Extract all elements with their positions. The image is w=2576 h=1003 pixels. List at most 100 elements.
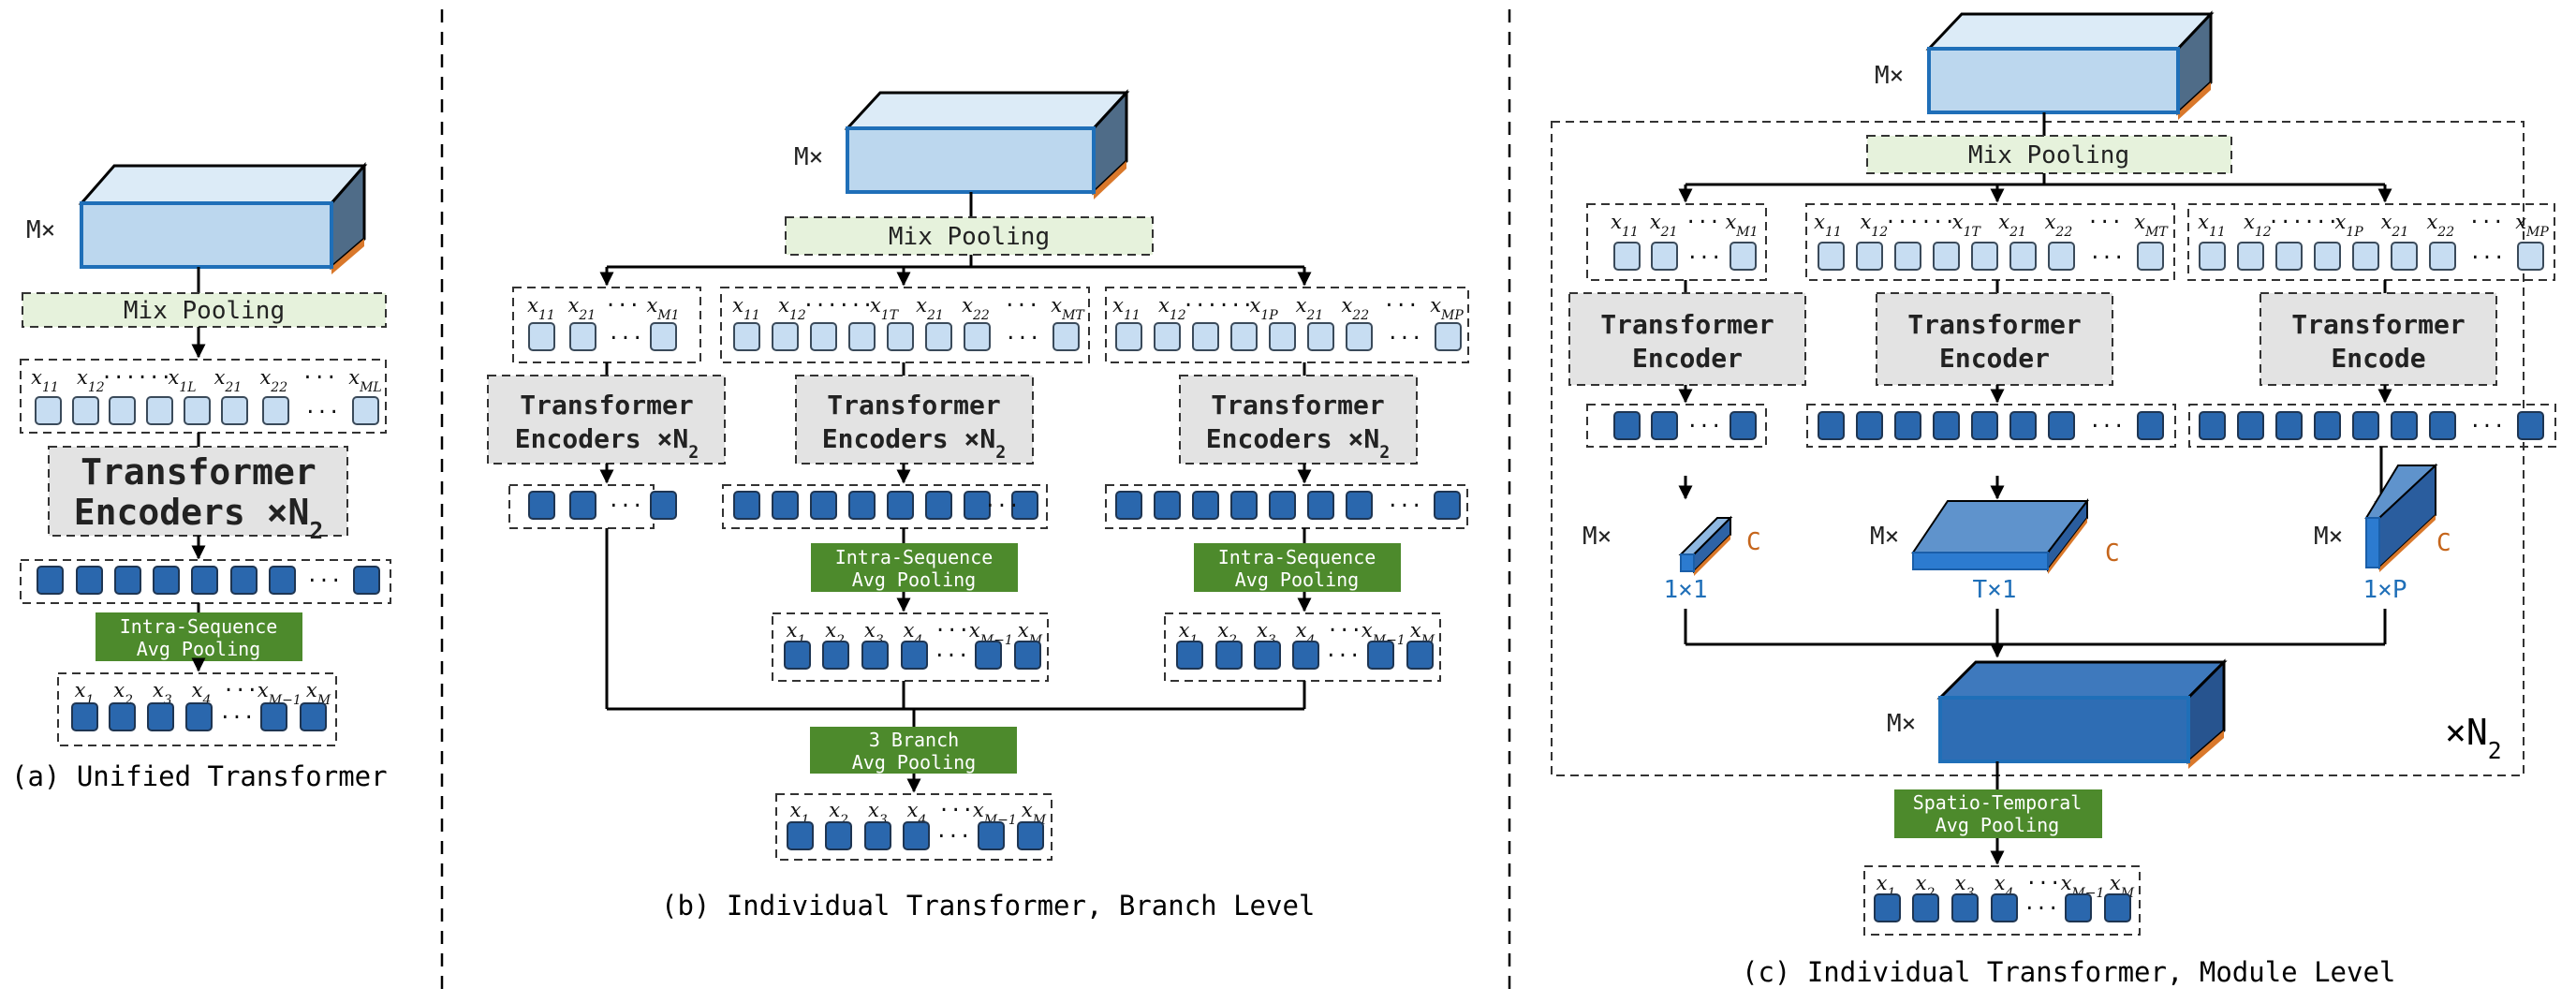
pool-label-line1: Intra-Sequence — [835, 546, 994, 568]
token-chip — [787, 821, 814, 850]
transformer-encode-box — [2260, 292, 2497, 386]
token-chip — [650, 491, 677, 520]
final-pool-line2: Avg Pooling — [852, 751, 976, 774]
token-chip — [2009, 411, 2037, 440]
token-chip — [1818, 242, 1845, 271]
ellipsis: ··· — [2469, 246, 2505, 269]
token-chip — [2048, 242, 2075, 271]
intra-sequence-pooling-box — [96, 612, 302, 661]
token-label: ··· — [1383, 294, 1419, 317]
token-label: ··· — [1004, 294, 1039, 317]
token-chip — [864, 821, 891, 850]
ellipsis: ··· — [2089, 246, 2125, 269]
token-label: x11 — [732, 294, 760, 323]
token-label: xMT — [2134, 211, 2169, 240]
token-label: x1T — [870, 294, 900, 323]
final-pool-line1: 3 Branch — [869, 729, 959, 751]
encoder-label-line1: Transformer — [1211, 390, 1384, 420]
token-label: ··· — [223, 679, 258, 701]
token-chip — [1874, 893, 1901, 922]
token-chip — [925, 322, 952, 351]
token-chip — [1856, 242, 1883, 271]
token-chip — [269, 566, 296, 595]
dim-c: C — [2105, 539, 2120, 568]
token-chip — [1230, 322, 1258, 351]
token-label: x22 — [2426, 211, 2454, 240]
token-label: ······ — [802, 294, 874, 317]
token-chip — [733, 491, 760, 520]
token-label: x21 — [1998, 211, 2026, 240]
token-chip — [2137, 411, 2164, 440]
transformer-encoders-box — [795, 375, 1034, 465]
token-chip — [1269, 491, 1296, 520]
merged-cube-label: M× — [1887, 710, 1916, 738]
pool-label-line2: Avg Pooling — [1235, 568, 1359, 591]
token-chip — [528, 491, 555, 520]
cube-tx1 — [1911, 498, 2090, 574]
token-chip — [1014, 641, 1041, 670]
transformer-encoder-box — [1568, 292, 1806, 386]
token-chip — [2314, 242, 2341, 271]
dim-m: M× — [1582, 523, 1612, 551]
token-chip — [2275, 242, 2303, 271]
token-label: x21 — [214, 366, 243, 395]
token-chip — [1346, 491, 1373, 520]
ellipsis: ··· — [2469, 415, 2505, 437]
pool-label-line1: Intra-Sequence — [1218, 546, 1376, 568]
transformer-encoders-box — [1179, 375, 1418, 465]
mix-pooling-label: Mix Pooling — [124, 297, 285, 325]
token-chip — [2429, 242, 2456, 271]
pool-label-line2: Avg Pooling — [137, 638, 260, 660]
token-label: x1P — [2334, 211, 2363, 240]
token-label: x1T — [1952, 211, 1982, 240]
token-chip — [1435, 322, 1462, 351]
ellipsis: ··· — [1005, 327, 1040, 349]
dim-c: C — [2436, 529, 2451, 557]
cube-1xp — [2364, 463, 2438, 572]
token-chip — [1730, 242, 1757, 271]
token-chip — [2199, 242, 2226, 271]
token-chip — [1406, 641, 1434, 670]
merged-cube — [1936, 658, 2228, 769]
token-chip — [230, 566, 258, 595]
cube-label: M× — [1875, 62, 1904, 90]
token-chip — [1176, 641, 1203, 670]
ellipsis: ··· — [935, 825, 971, 848]
token-label: x22 — [2045, 211, 2073, 240]
token-label: x11 — [2198, 211, 2226, 240]
ellipsis: ··· — [219, 706, 255, 729]
mix-pooling-box — [785, 216, 1154, 256]
token-chip — [1307, 491, 1334, 520]
token-label: x11 — [1112, 294, 1141, 323]
token-chip — [825, 821, 852, 850]
pool-label-line1: Intra-Sequence — [120, 615, 278, 638]
token-chip — [2352, 411, 2379, 440]
token-chip — [569, 322, 596, 351]
token-label: x1L — [169, 366, 197, 395]
token-chip — [260, 702, 287, 731]
token-label: ······ — [1885, 211, 1956, 233]
token-chip — [147, 702, 174, 731]
token-chip — [1215, 641, 1243, 670]
token-chip — [2391, 242, 2418, 271]
token-chip — [1192, 491, 1219, 520]
token-chip — [1730, 411, 1757, 440]
token-chip — [1856, 411, 1883, 440]
repeat-label: ×N2 — [2445, 712, 2502, 764]
transformer-encoders-box — [487, 375, 726, 465]
token-chip — [1971, 411, 1998, 440]
token-chip — [925, 491, 952, 520]
token-chip — [1894, 242, 1921, 271]
ellipsis: ··· — [1387, 494, 1422, 517]
token-chip — [1115, 491, 1142, 520]
token-label: xMP — [1430, 294, 1464, 323]
token-chip — [2429, 411, 2456, 440]
token-chip — [109, 396, 136, 425]
